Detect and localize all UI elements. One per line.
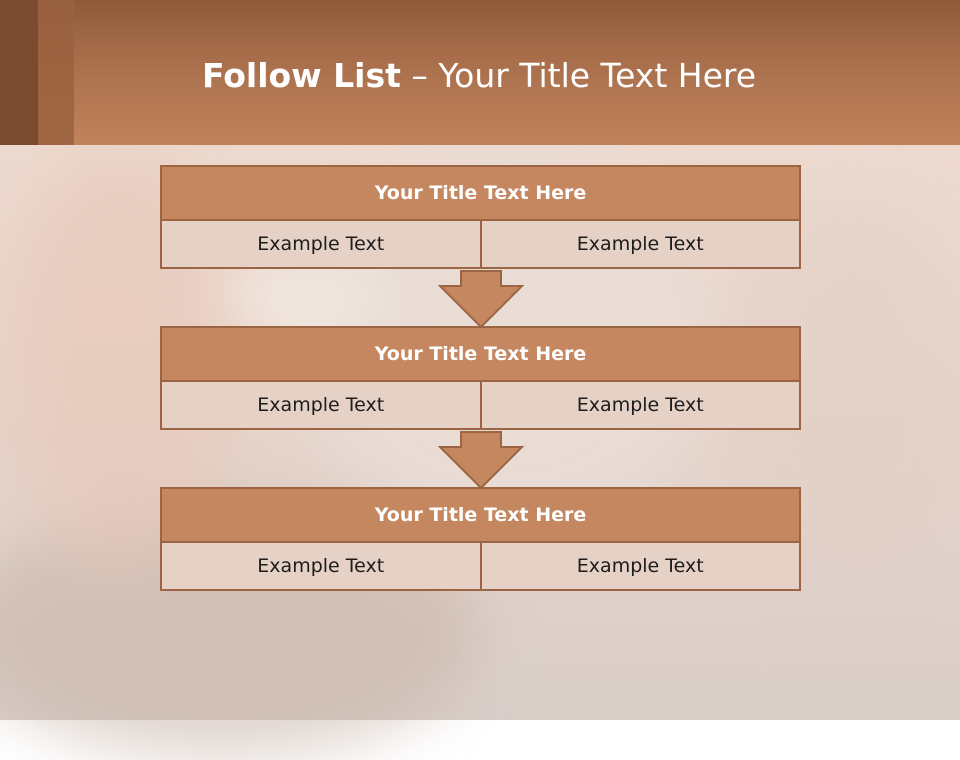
block-cell: Example Text [481,221,801,269]
block-row: Example Text Example Text [160,221,801,269]
list-block: Your Title Text Here Example Text Exampl… [160,487,801,591]
block-title: Your Title Text Here [160,487,801,543]
slide-title-rest: – Your Title Text Here [400,56,757,95]
block-row: Example Text Example Text [160,382,801,430]
down-arrow-icon [437,431,525,490]
header-bar [0,0,960,145]
list-block: Your Title Text Here Example Text Exampl… [160,165,801,269]
block-title: Your Title Text Here [160,326,801,382]
block-cell: Example Text [160,382,482,430]
block-row: Example Text Example Text [160,543,801,591]
slide-title: Follow List – Your Title Text Here [202,52,756,100]
block-cell: Example Text [160,543,482,591]
header-stripe [0,0,38,145]
block-cell: Example Text [160,221,482,269]
header-stripe [38,0,74,145]
block-cell: Example Text [481,382,801,430]
block-title: Your Title Text Here [160,165,801,221]
slide-title-bold: Follow List [202,56,401,95]
block-cell: Example Text [481,543,801,591]
list-block: Your Title Text Here Example Text Exampl… [160,326,801,430]
down-arrow-icon [437,270,525,329]
